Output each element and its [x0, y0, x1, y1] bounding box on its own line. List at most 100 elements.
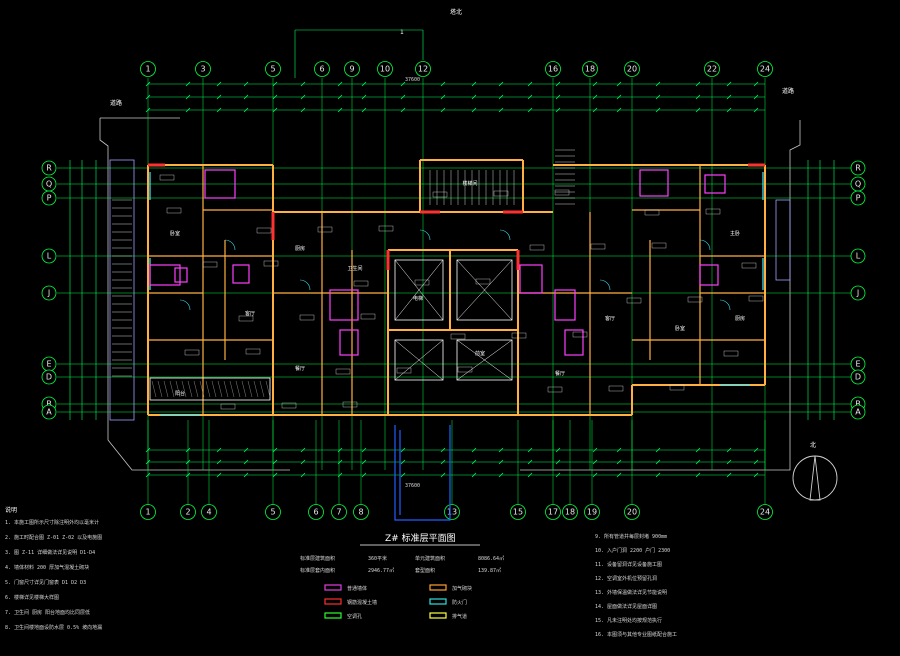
area-row-0-value: 360平米: [368, 555, 387, 562]
dim-tick: [592, 472, 598, 478]
note-left-line: 5. 门窗尺寸详见门窗表 D1 D2 D3: [5, 579, 86, 586]
axis-label-left: R: [46, 164, 52, 173]
door-swing: [419, 229, 431, 241]
dim-tick: [471, 459, 477, 465]
dim-tick: [337, 459, 343, 465]
dim-tick: [592, 447, 598, 453]
annotation-tag: [166, 207, 182, 214]
axis-label-right: J: [856, 289, 859, 298]
plan-title: Z# 标准层平面图: [385, 532, 456, 544]
dim-tick: [337, 472, 343, 478]
dim-tick: [300, 472, 306, 478]
legend-swatch: [429, 598, 447, 605]
annotation-tag: [360, 313, 376, 320]
annotation-tag: [705, 208, 721, 215]
axis-label-bottom: 8: [358, 508, 363, 517]
annotation-tag: [608, 385, 624, 392]
axis-label-top: 20: [627, 65, 637, 74]
dim-tick: [527, 107, 533, 113]
dim-tick: [753, 472, 759, 478]
legend-label: 普通墙体: [347, 585, 367, 592]
dim-tick: [337, 447, 343, 453]
legend-label: 钢筋混凝土墙: [347, 599, 377, 606]
room-label: 厨房: [735, 315, 745, 322]
legend-swatch: [429, 584, 447, 591]
dim-tick: [440, 81, 446, 87]
area-row-2-label: 标准层套内面积: [300, 567, 335, 574]
dim-tick: [216, 81, 222, 87]
area-row-2-value: 2946.77㎡: [368, 567, 394, 574]
dim-tick: [300, 81, 306, 87]
door-swing: [224, 239, 236, 251]
dim-tick: [555, 94, 561, 100]
axis-bubble-top: [624, 61, 640, 77]
annotation-tag: [299, 314, 315, 321]
dim-tick: [216, 447, 222, 453]
dim-tick: [216, 459, 222, 465]
annotation-tag: [245, 348, 261, 355]
elevator-shaft: [394, 259, 444, 321]
axis-label-bottom: 4: [206, 508, 211, 517]
dim-tick: [471, 447, 477, 453]
note-right-line: 15. 凡未注明处均按规范执行: [595, 617, 662, 624]
dim-tick: [145, 94, 151, 100]
dim-tick: [527, 459, 533, 465]
dim-tick: [400, 472, 406, 478]
axis-bubble-right: [850, 404, 866, 420]
sanitary-fixture: [699, 264, 719, 286]
room-label: 餐厅: [295, 365, 305, 372]
annotation-tag: [554, 189, 570, 196]
annotation-tag: [396, 367, 412, 374]
annotation-tag: [748, 295, 764, 302]
note-right-line: 14. 屋面做法详见屋面详图: [595, 603, 657, 610]
axis-label-right: L: [856, 252, 861, 261]
axis-bubble-right: [850, 248, 866, 264]
axis-label-left: D: [46, 373, 52, 382]
axis-bubble-bottom: [308, 504, 324, 520]
axis-bubble-left: [41, 404, 57, 420]
annotation-tag: [353, 280, 369, 287]
dim-tick: [616, 81, 622, 87]
annotation-tag: [626, 297, 642, 304]
sanitary-fixture: [232, 264, 250, 284]
dim-tick: [400, 94, 406, 100]
dim-tick: [498, 447, 504, 453]
axis-label-right: A: [855, 408, 861, 417]
dim-tick: [527, 447, 533, 453]
axis-label-right: P: [856, 194, 861, 203]
axis-label-top: 16: [548, 65, 558, 74]
axis-bubble-right: [850, 160, 866, 176]
axis-bubble-left: [41, 248, 57, 264]
axis-label-top: 18: [585, 65, 595, 74]
dim-tick: [440, 94, 446, 100]
axis-label-right: D: [855, 373, 861, 382]
axis-bubble-bottom: [180, 504, 196, 520]
door-swing: [699, 239, 711, 251]
axis-bubble-top: [314, 61, 330, 77]
annotation-tag: [651, 242, 667, 249]
dim-tick: [145, 447, 151, 453]
sanitary-fixture: [149, 264, 181, 286]
dim-tick: [471, 94, 477, 100]
note-right-line: 10. 入户门洞 2200 户门 2300: [595, 547, 670, 554]
dim-tick: [726, 459, 732, 465]
axis-bubble-right: [850, 369, 866, 385]
annotation-tag: [335, 368, 351, 375]
dim-tick: [337, 94, 343, 100]
room-label: 电梯: [413, 295, 423, 302]
elevator-shaft: [394, 339, 444, 381]
note-right-line: 12. 空调室外机位预留孔洞: [595, 575, 657, 582]
overall-dim-top: 37600: [405, 77, 420, 83]
dim-tick: [145, 472, 151, 478]
dim-tick: [440, 459, 446, 465]
dim-tick: [498, 81, 504, 87]
annotation-tag: [281, 402, 297, 409]
dim-tick: [185, 459, 191, 465]
legend-label: 空调孔: [347, 613, 362, 620]
annotation-tag: [669, 384, 685, 391]
legend-label: 排气道: [452, 613, 467, 620]
note-right-line: 11. 设备留洞详见设备施工图: [595, 561, 662, 568]
annotation-tag: [590, 243, 606, 250]
dim-tick: [300, 447, 306, 453]
